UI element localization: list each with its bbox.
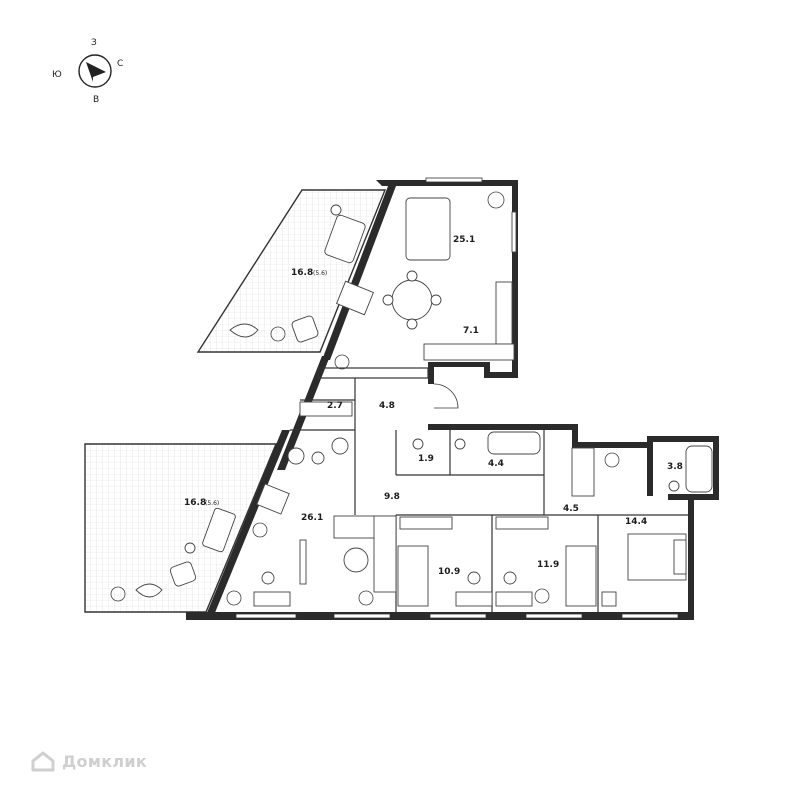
- compass-north-letter: З: [91, 38, 97, 48]
- area-kitchen: 7.1: [463, 326, 479, 336]
- compass-west-letter: Ю: [52, 70, 62, 80]
- area-corridor-2: 4.5: [563, 504, 579, 514]
- area-balcony-top-sub: (5.6): [313, 270, 327, 277]
- area-hall: 4.8: [379, 401, 395, 411]
- area-living-bottom: 26.1: [301, 513, 323, 523]
- watermark-text: Домклик: [62, 751, 148, 771]
- compass-arrow-icon: [86, 62, 106, 82]
- area-living-top: 25.1: [453, 235, 475, 245]
- area-balcony-top: 16.8: [291, 268, 313, 278]
- area-bedroom-master: 14.4: [625, 517, 647, 527]
- area-balcony-bottom-sub: (5.6): [205, 500, 219, 507]
- home-logo-icon: [31, 751, 55, 772]
- watermark: Домклик: [30, 750, 147, 772]
- area-storage: 2.7: [327, 401, 343, 411]
- area-bath-main: 4.4: [488, 459, 504, 469]
- area-corridor: 9.8: [384, 492, 400, 502]
- area-labels: 16.8 (5.6) 16.8 (5.6) 25.1 7.1 4.8 2.7 1…: [184, 235, 683, 577]
- area-bedroom-1: 10.9: [438, 567, 460, 577]
- compass-east-letter: С: [117, 59, 123, 69]
- compass: З С В Ю: [52, 38, 123, 105]
- furniture: [110, 191, 713, 607]
- area-bath-master: 3.8: [667, 462, 683, 472]
- area-balcony-bottom: 16.8: [184, 498, 206, 508]
- area-wc-small: 1.9: [418, 454, 434, 464]
- area-bedroom-2: 11.9: [537, 560, 559, 570]
- apartment-walls: [186, 177, 719, 620]
- compass-south-letter: В: [93, 95, 99, 105]
